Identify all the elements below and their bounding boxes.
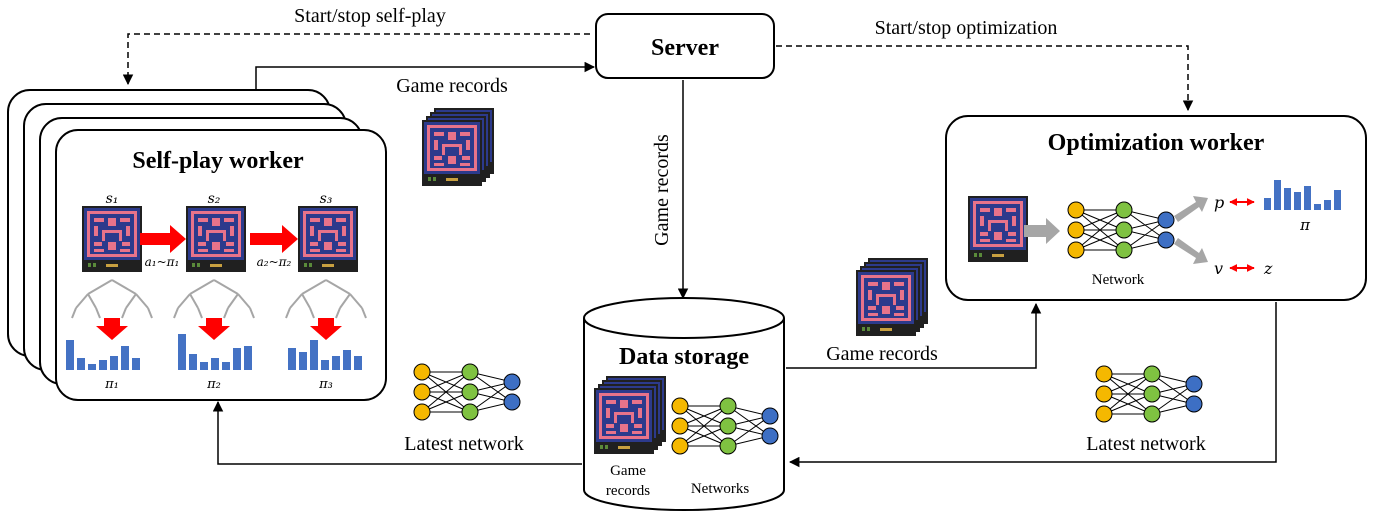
policy-bar bbox=[1294, 192, 1301, 210]
policy-bar bbox=[121, 346, 129, 370]
state-s1-frame bbox=[82, 206, 142, 272]
server-box bbox=[595, 13, 775, 79]
value-z-symbol: z bbox=[1263, 259, 1273, 278]
optimization-to-storage-arrow bbox=[788, 302, 1277, 468]
policy-bar bbox=[200, 362, 208, 370]
policy-bars-3 bbox=[288, 340, 362, 370]
policy-bar bbox=[1264, 198, 1271, 210]
policy-bar bbox=[1274, 180, 1281, 210]
policy-bar bbox=[299, 352, 307, 370]
latest-network-right-label: Latest network bbox=[1086, 433, 1205, 455]
policy-bar bbox=[110, 356, 118, 370]
policy-bar bbox=[1314, 204, 1321, 210]
policy-bar bbox=[1324, 200, 1331, 210]
network-label: Network bbox=[1092, 272, 1145, 288]
policy-arrow-3 bbox=[310, 318, 342, 340]
optimization-worker-title: Optimization worker bbox=[1048, 130, 1265, 156]
storage-networks-label: Networks bbox=[691, 481, 749, 497]
server-label: Server bbox=[651, 35, 719, 61]
storage-game-records-icon bbox=[594, 376, 666, 454]
policy-head-arrow bbox=[1174, 196, 1208, 222]
policy-bar bbox=[354, 356, 362, 370]
start-stop-optimization-label: Start/stop optimization bbox=[875, 17, 1058, 39]
policy-bar bbox=[343, 350, 351, 370]
latest-network-right-icon bbox=[1095, 365, 1203, 423]
policy-bar bbox=[288, 348, 296, 370]
storage-to-optimization-arrow bbox=[786, 302, 1042, 369]
transition-arrow-2 bbox=[250, 225, 298, 253]
state-s3-frame bbox=[298, 206, 358, 272]
policy-p-symbol: p bbox=[1214, 193, 1224, 212]
policy-arrow-1 bbox=[96, 318, 128, 340]
data-storage-label: Data storage bbox=[619, 344, 749, 370]
policy-bar bbox=[332, 356, 340, 370]
policy-bar bbox=[189, 354, 197, 370]
policy-bar bbox=[211, 358, 219, 370]
value-v-symbol: v bbox=[1214, 259, 1223, 278]
target-pi-symbol: π bbox=[1299, 216, 1311, 234]
storage-game-label: Game bbox=[610, 463, 646, 479]
latest-network-left-icon bbox=[413, 363, 521, 421]
input-to-network-arrow bbox=[1024, 218, 1060, 244]
game-records-vertical-label: Game records bbox=[651, 134, 673, 246]
action-a1-label: a₁~π₁ bbox=[145, 255, 180, 269]
game-records-top-icon bbox=[422, 108, 494, 186]
policy-bar bbox=[310, 340, 318, 370]
policy-arrow-2 bbox=[198, 318, 230, 340]
latest-network-left-label: Latest network bbox=[404, 433, 523, 455]
policy-bar bbox=[77, 358, 85, 370]
policy-bar bbox=[1284, 188, 1291, 210]
state-s1-label: s₁ bbox=[106, 191, 119, 207]
state-s2-label: s₂ bbox=[208, 191, 221, 207]
selfplay-to-server-arrow bbox=[255, 61, 596, 92]
policy-bar bbox=[178, 334, 186, 370]
policy-bar bbox=[233, 348, 241, 370]
start-stop-optimization-arrow bbox=[776, 45, 1194, 112]
start-stop-selfplay-label: Start/stop self-play bbox=[294, 5, 446, 27]
storage-records-label: records bbox=[606, 483, 650, 499]
transition-arrow-1 bbox=[140, 225, 186, 253]
policy-pi1-label: π₁ bbox=[104, 377, 119, 392]
policy-pi3-label: π₃ bbox=[318, 377, 333, 392]
game-records-mid-label: Game records bbox=[826, 343, 938, 365]
value-head-arrow bbox=[1174, 238, 1208, 264]
policy-bar bbox=[244, 346, 252, 370]
policy-bar bbox=[88, 364, 96, 370]
optimization-worker-box bbox=[945, 115, 1367, 301]
policy-bars-1 bbox=[66, 340, 140, 370]
policy-bar bbox=[66, 340, 74, 370]
storage-to-selfplay-arrow bbox=[212, 400, 582, 465]
data-storage-cylinder bbox=[583, 297, 785, 511]
policy-bar bbox=[1304, 186, 1311, 210]
action-a2-label: a₂~π₂ bbox=[257, 255, 292, 269]
game-records-mid-icon bbox=[856, 258, 928, 336]
policy-bar bbox=[222, 362, 230, 370]
policy-bars-2 bbox=[178, 334, 252, 370]
policy-pi2-label: π₂ bbox=[206, 377, 221, 392]
state-s2-frame bbox=[186, 206, 246, 272]
target-policy-bars bbox=[1264, 180, 1341, 210]
policy-bar bbox=[1334, 190, 1341, 210]
selfplay-worker-title: Self-play worker bbox=[132, 148, 304, 174]
optimization-input-frame bbox=[968, 196, 1028, 262]
start-stop-selfplay-arrow bbox=[122, 33, 590, 86]
game-records-top-label: Game records bbox=[396, 75, 508, 97]
state-s3-label: s₃ bbox=[320, 191, 333, 207]
policy-bar bbox=[132, 358, 140, 370]
policy-bar bbox=[99, 360, 107, 370]
policy-bar bbox=[321, 360, 329, 370]
